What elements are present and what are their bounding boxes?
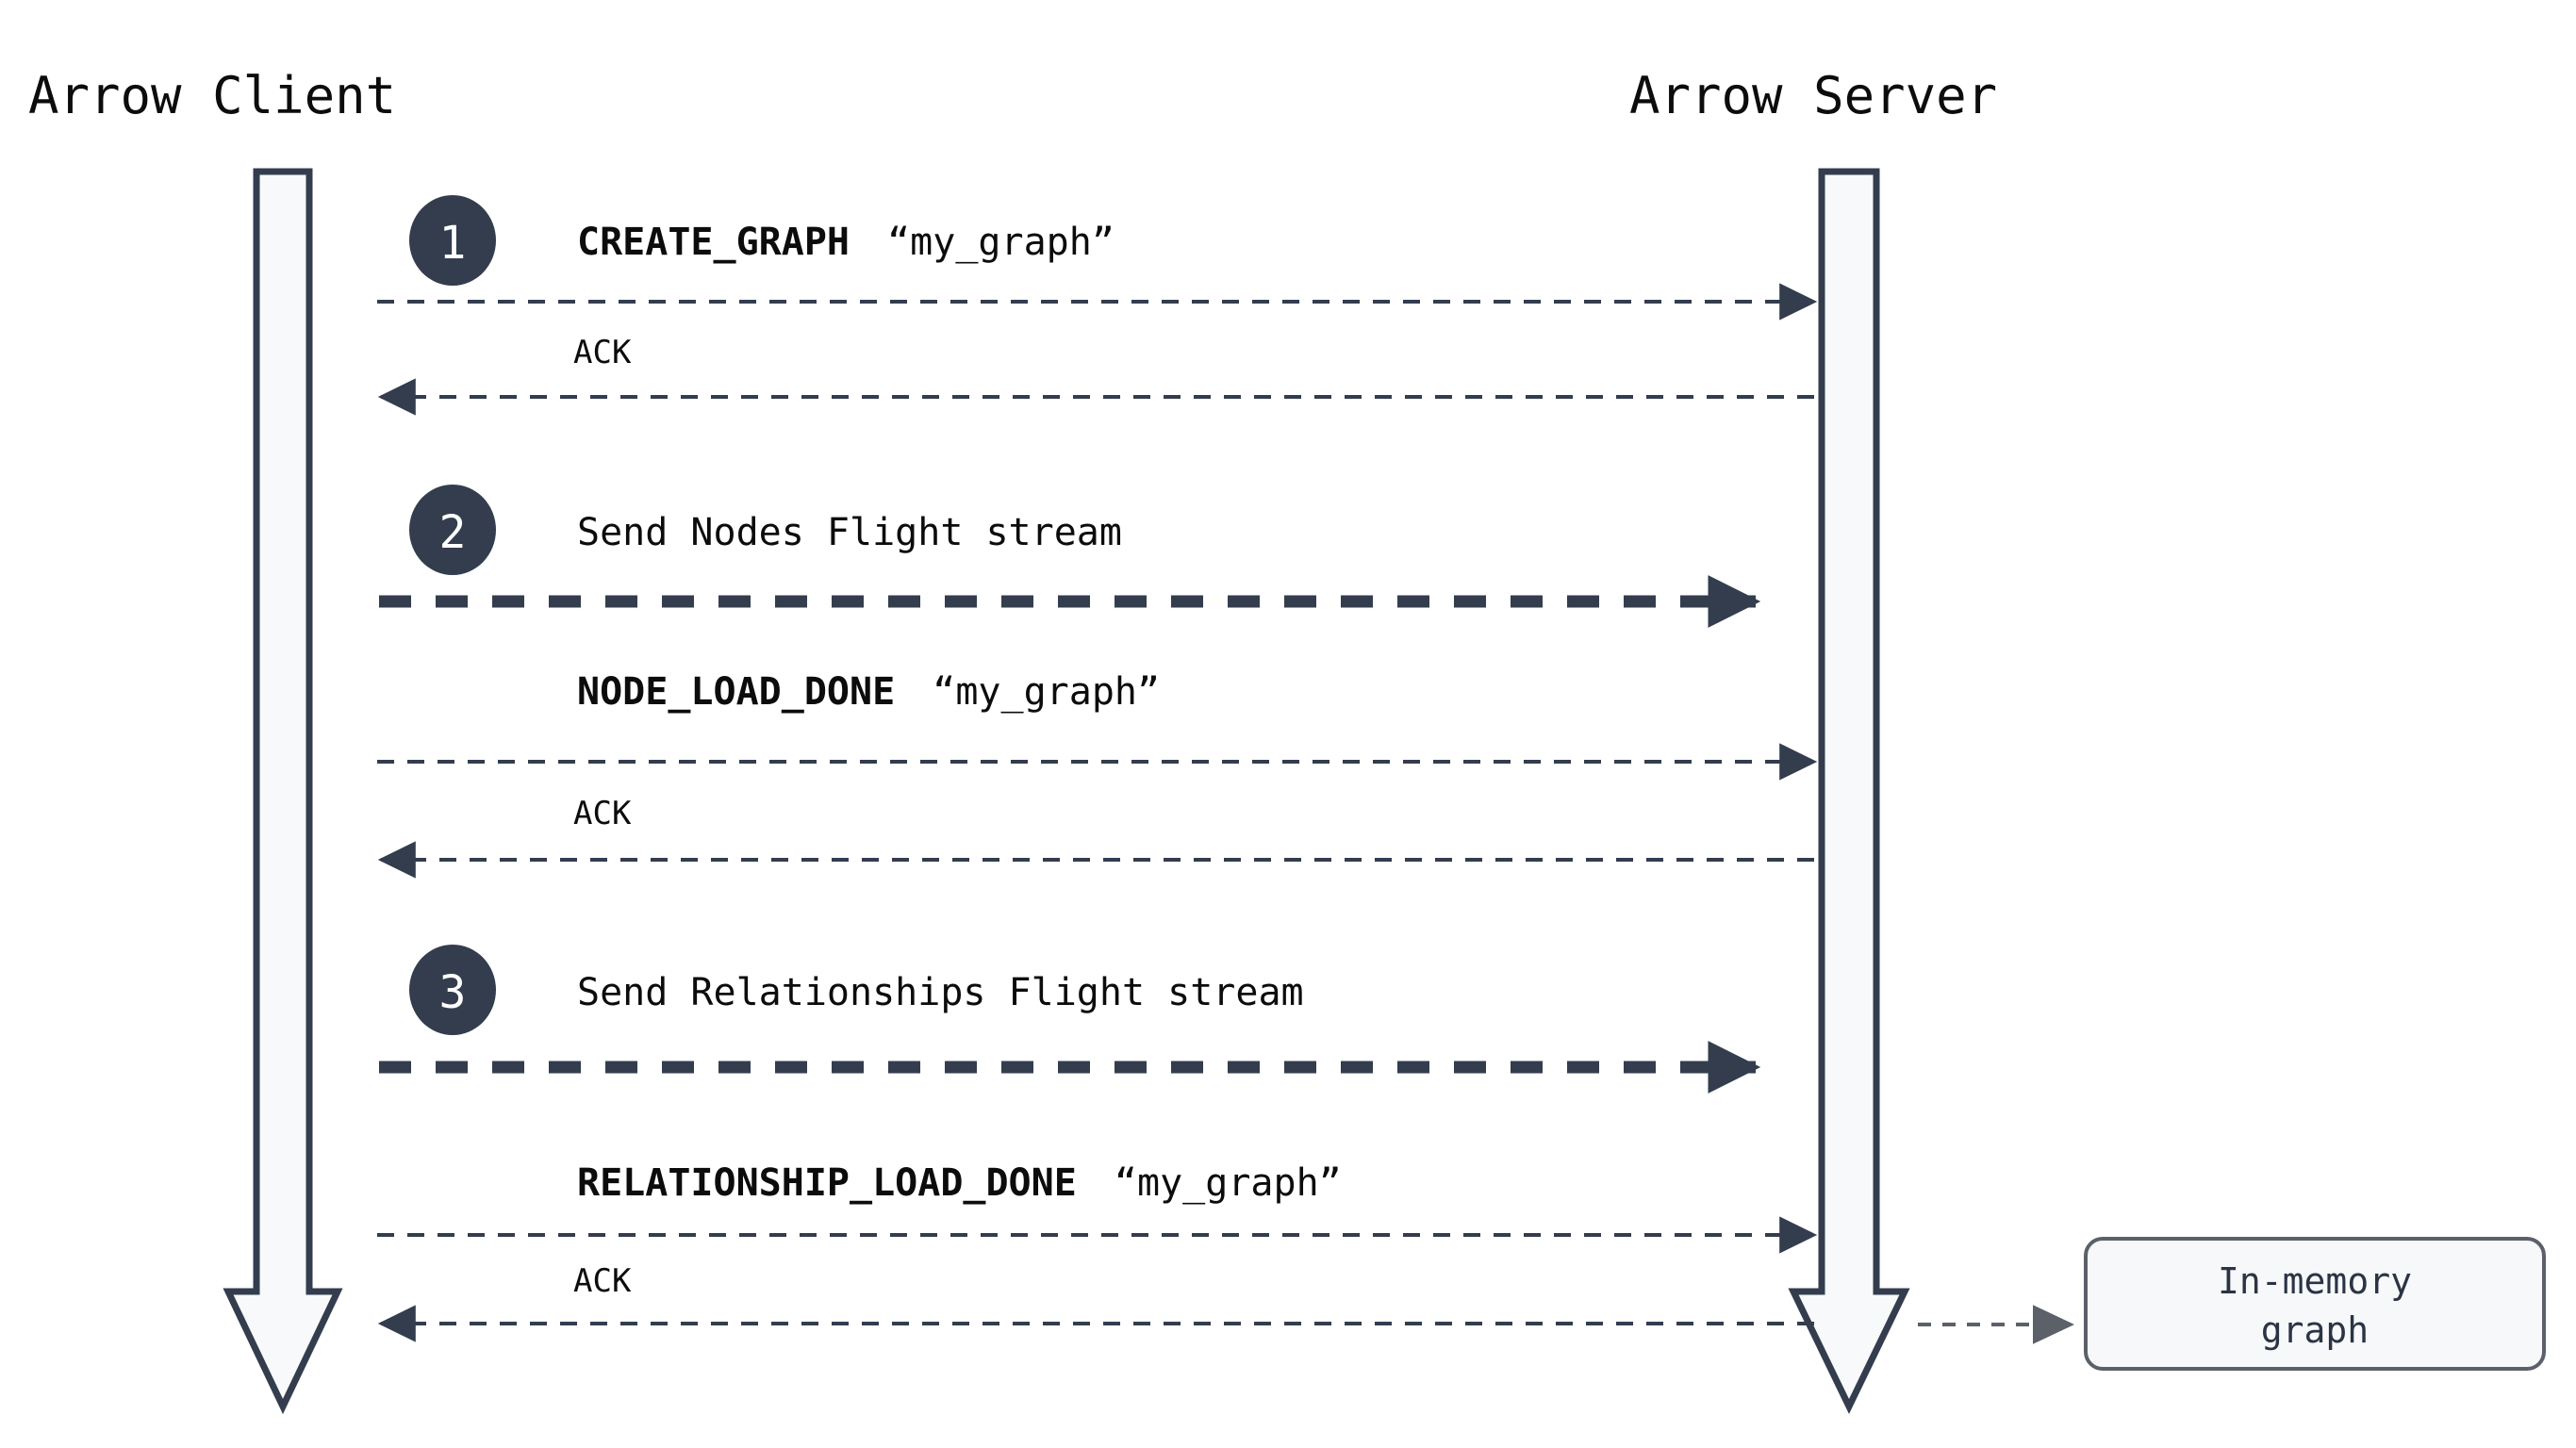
step-1-message: CREATE_GRAPH “my_graph” (577, 221, 1115, 264)
step-badge-2-circle (409, 485, 496, 575)
step-3-followup-command: RELATIONSHIP_LOAD_DONE (577, 1161, 1077, 1205)
actor-title-client: Arrow Client (28, 66, 396, 125)
step-badge-3-number: 3 (439, 966, 467, 1019)
step-2: 2 Send Nodes Flight stream NODE_LOAD_DON… (377, 485, 1818, 879)
lifeline-client (223, 168, 343, 1415)
step-badge-1-circle (409, 195, 496, 286)
step-badge-3-circle (409, 945, 496, 1035)
store-label-line1: In-memory (2218, 1260, 2412, 1302)
step-3-followup-argument: “my_graph” (1115, 1161, 1342, 1205)
step-2-message: Send Nodes Flight stream (577, 511, 1122, 554)
step-1: 1 CREATE_GRAPH “my_graph” ACK (377, 195, 1818, 416)
step-2-followup-argument: “my_graph” (933, 670, 1160, 714)
step-1-reply-label: ACK (573, 334, 632, 371)
in-memory-graph-store: In-memory graph (1918, 1237, 2546, 1371)
step-3-reply-label: ACK (573, 1262, 632, 1300)
step-2-followup-command: NODE_LOAD_DONE (577, 670, 895, 714)
step-2-followup-message: NODE_LOAD_DONE “my_graph” (577, 670, 1160, 714)
step-2-argument: Send Nodes Flight stream (577, 511, 1122, 554)
step-badge-2-number: 2 (439, 506, 467, 559)
store-label-line2: graph (2261, 1309, 2369, 1351)
step-1-argument: “my_graph” (887, 221, 1115, 264)
step-3: 3 Send Relationships Flight stream RELAT… (377, 945, 1818, 1342)
lifeline-client-shape (223, 168, 343, 1415)
step-3-message: Send Relationships Flight stream (577, 971, 1304, 1014)
lifeline-server-shape (1788, 168, 1910, 1415)
store-box (2084, 1237, 2546, 1371)
lifeline-server (1788, 168, 1910, 1415)
step-3-followup-message: RELATIONSHIP_LOAD_DONE “my_graph” (577, 1161, 1342, 1205)
step-1-command: CREATE_GRAPH (577, 221, 850, 264)
step-3-argument: Send Relationships Flight stream (577, 971, 1304, 1014)
step-badge-1-number: 1 (439, 217, 467, 270)
step-2-reply-label: ACK (573, 795, 632, 832)
actor-title-server: Arrow Server (1629, 66, 1997, 125)
